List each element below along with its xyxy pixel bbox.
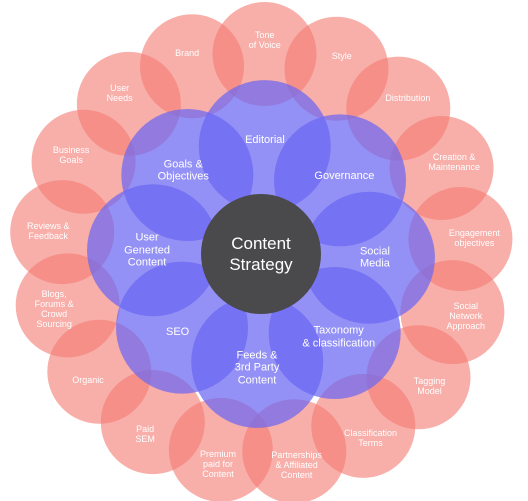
outer-petal bbox=[140, 14, 245, 119]
middle-petal bbox=[121, 109, 254, 242]
center-core bbox=[201, 194, 321, 314]
